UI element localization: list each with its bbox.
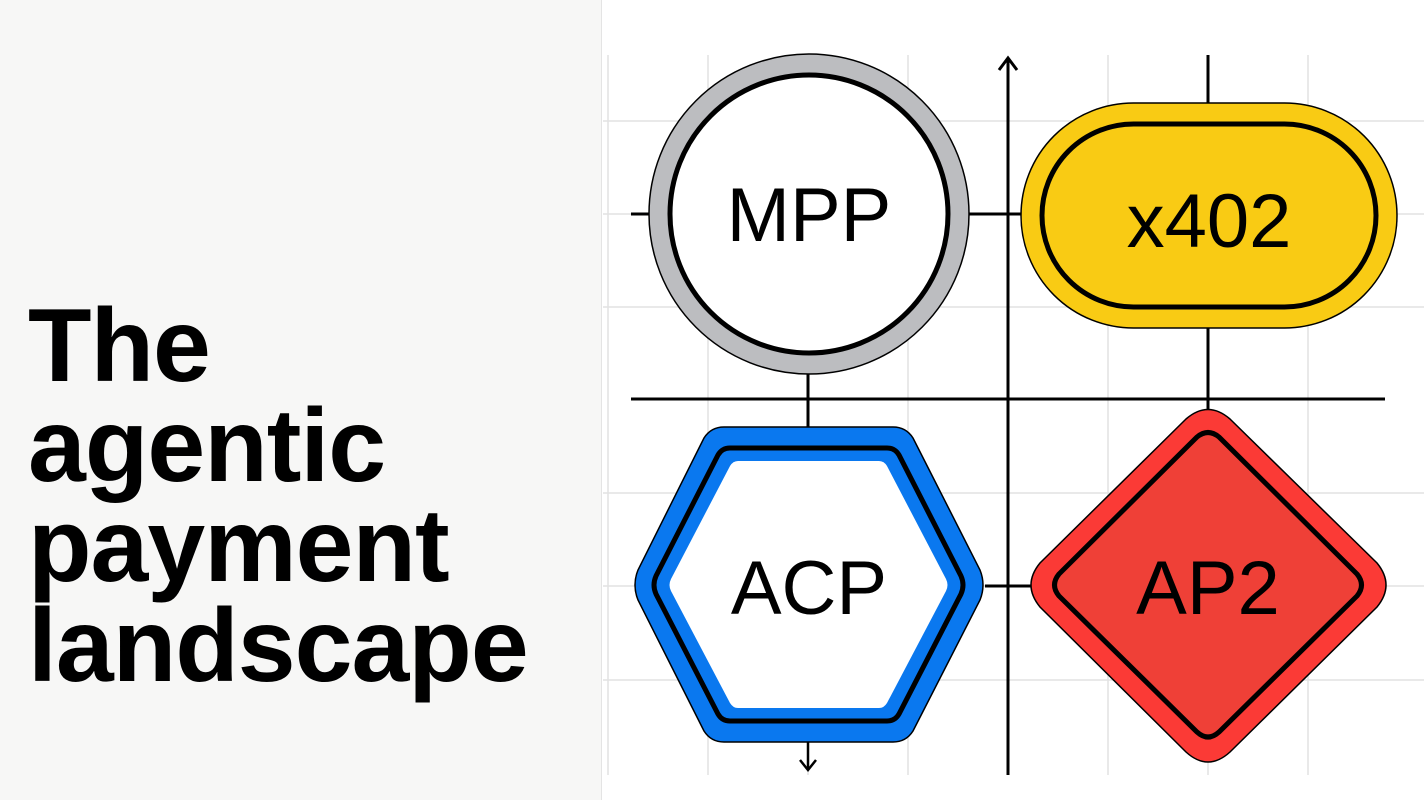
title-line-2: agentic	[28, 388, 386, 504]
node-x402: x402	[1020, 102, 1398, 329]
node-ap2-label: AP2	[1136, 546, 1280, 631]
arrow-up-icon	[997, 55, 1019, 71]
node-ap2: AP2	[1030, 408, 1387, 763]
page-title: The agentic payment landscape	[28, 288, 529, 704]
node-x402-label: x402	[1127, 179, 1292, 264]
title-line-4: landscape	[28, 588, 529, 704]
arrow-down-icon	[799, 759, 817, 773]
node-acp-label: ACP	[731, 546, 887, 631]
title-panel: The agentic payment landscape	[0, 0, 600, 800]
title-line-3: payment	[28, 488, 450, 604]
title-line-1: The	[28, 288, 211, 404]
axes	[631, 55, 1385, 775]
node-mpp: MPP	[648, 53, 970, 375]
node-acp: ACP	[634, 426, 984, 743]
node-mpp-label: MPP	[727, 173, 892, 258]
